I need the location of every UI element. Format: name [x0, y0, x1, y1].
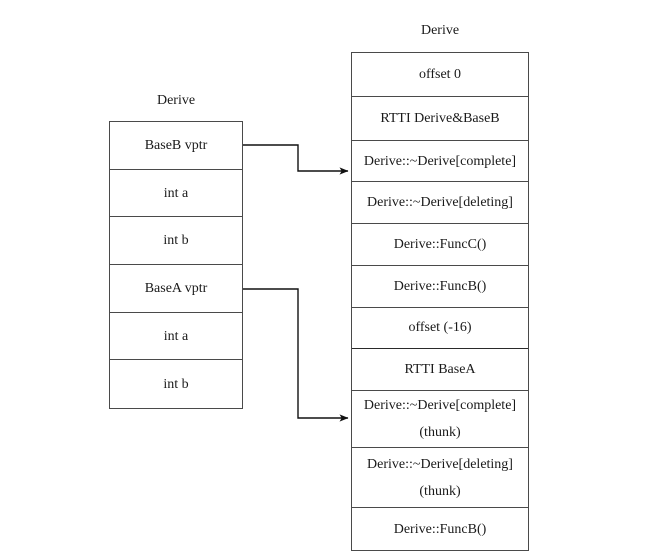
vtable-row-label: RTTI Derive&BaseB — [380, 110, 500, 126]
left-row-label: BaseA vptr — [144, 280, 208, 296]
left-row-int-b-1: int b — [110, 217, 242, 266]
vtable-row-rtti-basea: RTTI BaseA — [352, 349, 528, 391]
vtable-row-dtor-deleting-thunk: Derive::~Derive[deleting] (thunk) — [352, 448, 528, 509]
vtable-row-funcc: Derive::FuncC() — [352, 224, 528, 267]
left-row-label: int b — [163, 376, 189, 392]
vtable-row-label: offset (-16) — [408, 320, 472, 336]
vtable-row-dtor-complete: Derive::~Derive[complete] — [352, 141, 528, 183]
vtable-row-label: Derive::FuncB() — [393, 279, 487, 295]
left-object-title: Derive — [156, 93, 196, 108]
vtable-row-label: Derive::~Derive[complete] — [363, 153, 517, 169]
left-row-int-a-2: int a — [110, 313, 242, 361]
vtable-row-rtti-derive-baseb: RTTI Derive&BaseB — [352, 97, 528, 141]
vtable-row-label: Derive::~Derive[complete] — [363, 398, 517, 414]
vtable-row-dtor-deleting: Derive::~Derive[deleting] — [352, 182, 528, 225]
vtable-row-offset-0: offset 0 — [352, 53, 528, 97]
left-row-label: BaseB vptr — [144, 137, 208, 153]
connector-basea-vptr — [243, 288, 349, 422]
vtable-row-sublabel: (thunk) — [419, 483, 461, 499]
vtable-row-label: Derive::~Derive[deleting] — [367, 456, 513, 472]
vtable-row-offset-minus16: offset (-16) — [352, 308, 528, 349]
vtable-row-dtor-complete-thunk: Derive::~Derive[complete] (thunk) — [352, 391, 528, 449]
connector-baseb-vptr — [243, 144, 349, 175]
left-object-layout-table: BaseB vptr int a int b BaseA vptr int a … — [109, 121, 243, 409]
vtable-row-label: Derive::FuncC() — [393, 237, 487, 253]
vtable-row-label: Derive::~Derive[deleting] — [367, 195, 513, 211]
vtable-row-funcb-2: Derive::FuncB() — [352, 508, 528, 550]
left-row-baseb-vptr: BaseB vptr — [110, 122, 242, 170]
vtable-row-label: Derive::FuncB() — [393, 521, 487, 537]
vtable-row-label: offset 0 — [418, 66, 462, 82]
left-row-int-a-1: int a — [110, 170, 242, 218]
left-row-label: int a — [163, 185, 189, 201]
right-vtable-title: Derive — [420, 23, 460, 38]
left-row-label: int b — [163, 233, 189, 249]
left-row-label: int a — [163, 328, 189, 344]
vtable-row-sublabel: (thunk) — [419, 425, 461, 441]
vtable-row-label: RTTI BaseA — [404, 361, 476, 377]
right-vtable: offset 0 RTTI Derive&BaseB Derive::~Deri… — [351, 52, 529, 551]
left-row-basea-vptr: BaseA vptr — [110, 265, 242, 313]
left-row-int-b-2: int b — [110, 360, 242, 408]
vtable-row-funcb-1: Derive::FuncB() — [352, 266, 528, 308]
